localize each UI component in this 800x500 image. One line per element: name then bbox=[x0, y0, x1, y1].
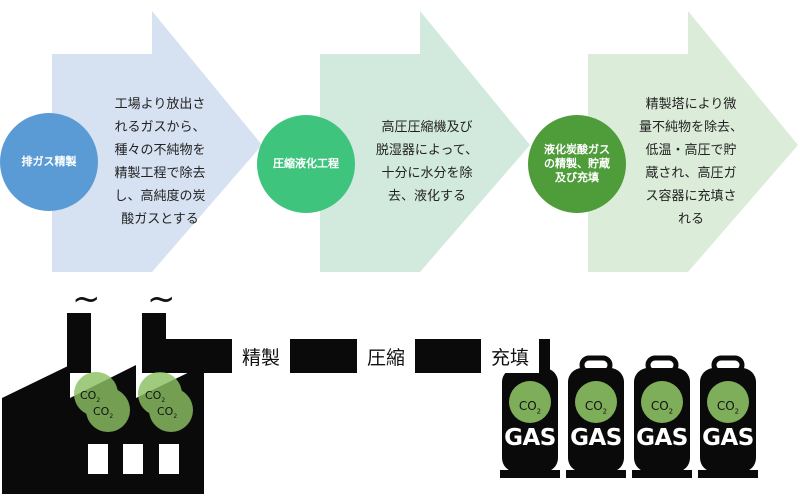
gas-cylinder bbox=[500, 355, 560, 478]
chimney-right bbox=[142, 313, 166, 373]
co2-text: CO bbox=[716, 399, 735, 413]
cylinder-gas-label: GAS bbox=[636, 425, 688, 451]
smoke-icon: ~ bbox=[72, 279, 101, 319]
step-1-description: 工場より放出さ れるガスから、 種々の不純物を 精製工程で除去 し、高純度の炭 … bbox=[100, 93, 220, 231]
cylinder-base bbox=[632, 470, 692, 478]
step-3-line: ス容器に充填さ bbox=[645, 189, 737, 204]
pipeline-label-fill: 充填 bbox=[481, 339, 539, 373]
cylinder-co2-bubble bbox=[509, 381, 551, 423]
co2-text: CO bbox=[584, 399, 603, 413]
step-3-line: 低温・高圧で貯 bbox=[645, 143, 737, 158]
step-2-description: 高圧圧縮機及び 脱湿器によって、 十分に水分を除 去、液化する bbox=[364, 116, 490, 208]
step-3-circle-label-line: 液化炭酸ガス bbox=[544, 143, 610, 156]
step-1-line: 精製工程で除去 bbox=[114, 166, 206, 181]
cylinder-gas-label: GAS bbox=[504, 425, 556, 451]
step-1-line: 種々の不純物を bbox=[114, 143, 206, 158]
step-2-line: 十分に水分を除 bbox=[381, 166, 473, 181]
cylinder-co2-bubble bbox=[707, 381, 749, 423]
cylinder-co2-label: CO2 bbox=[642, 399, 682, 415]
step-3-circle-label: 液化炭酸ガス の精製、貯蔵 及び充填 bbox=[544, 143, 610, 185]
factory-window bbox=[159, 444, 179, 474]
co2-subscript: 2 bbox=[161, 397, 166, 405]
step-3-line: 量不純物を除去、 bbox=[638, 120, 743, 135]
co2-text: CO bbox=[80, 389, 97, 402]
step-2-circle-label: 圧縮液化工程 bbox=[273, 157, 339, 170]
cylinder-co2-label: CO2 bbox=[510, 399, 550, 415]
co2-subscript: 2 bbox=[668, 407, 674, 416]
co2-text: CO bbox=[518, 399, 537, 413]
factory-co2-label: CO2 bbox=[80, 389, 100, 404]
step-1-arrow bbox=[52, 11, 262, 272]
cylinder-gas-label: GAS bbox=[702, 425, 754, 451]
co2-text: CO bbox=[93, 405, 110, 418]
factory-co2-label: CO2 bbox=[157, 405, 177, 420]
co2-text: CO bbox=[650, 399, 669, 413]
cylinder-co2-bubble bbox=[575, 381, 617, 423]
step-1-line: 工場より放出さ bbox=[114, 97, 206, 112]
chimney-left bbox=[67, 313, 91, 373]
cylinder-gas-label: GAS bbox=[570, 425, 622, 451]
cylinder-base bbox=[698, 470, 758, 478]
cylinder-co2-label: CO2 bbox=[708, 399, 748, 415]
smoke-icon: ~ bbox=[147, 279, 176, 319]
step-2-line: 高圧圧縮機及び bbox=[381, 120, 473, 135]
factory-window bbox=[123, 444, 143, 474]
co2-text: CO bbox=[157, 405, 174, 418]
factory-co2-label: CO2 bbox=[93, 405, 113, 420]
step-1-circle-label: 排ガス精製 bbox=[21, 155, 77, 168]
gas-cylinder bbox=[698, 355, 758, 478]
step-3-circle: 液化炭酸ガス の精製、貯蔵 及び充填 bbox=[528, 115, 626, 213]
step-3-arrow bbox=[588, 11, 798, 272]
co2-bubble bbox=[149, 388, 193, 432]
factory-window bbox=[88, 444, 108, 474]
step-1-line: し、高純度の炭 bbox=[114, 189, 206, 204]
step-3-description: 精製塔により微 量不純物を除去、 低温・高圧で貯 蔵され、高圧ガ ス容器に充填さ… bbox=[628, 93, 754, 231]
cylinder-base bbox=[566, 470, 626, 478]
co2-bubble bbox=[86, 388, 130, 432]
gas-cylinder bbox=[632, 355, 692, 478]
step-2-arrow bbox=[320, 11, 530, 272]
co2-subscript: 2 bbox=[734, 407, 740, 416]
co2-subscript: 2 bbox=[96, 397, 101, 405]
step-1-circle: 排ガス精製 bbox=[0, 113, 98, 211]
step-3-line: 精製塔により微 bbox=[645, 97, 737, 112]
step-3-line: れる bbox=[677, 212, 704, 227]
co2-subscript: 2 bbox=[109, 413, 114, 421]
co2-subscript: 2 bbox=[536, 407, 542, 416]
co2-text: CO bbox=[145, 389, 162, 402]
step-1-line: 酸ガスとする bbox=[121, 212, 199, 227]
step-2-line: 去、液化する bbox=[387, 189, 466, 204]
gas-cylinder bbox=[566, 355, 626, 478]
cylinder-co2-label: CO2 bbox=[576, 399, 616, 415]
step-3-line: 蔵され、高圧ガ bbox=[645, 166, 737, 181]
co2-subscript: 2 bbox=[602, 407, 608, 416]
cylinder-base bbox=[500, 470, 560, 478]
step-1-line: れるガスから、 bbox=[114, 120, 206, 135]
step-2-circle: 圧縮液化工程 bbox=[257, 115, 355, 213]
pipeline-label-compress: 圧縮 bbox=[357, 339, 415, 373]
cylinder-co2-bubble bbox=[641, 381, 683, 423]
co2-subscript: 2 bbox=[173, 413, 178, 421]
step-3-circle-label-line: 及び充填 bbox=[555, 171, 599, 184]
pipeline-label-refine: 精製 bbox=[232, 339, 290, 373]
factory-co2-label: CO2 bbox=[145, 389, 165, 404]
step-2-line: 脱湿器によって、 bbox=[375, 143, 479, 158]
step-3-circle-label-line: の精製、貯蔵 bbox=[544, 157, 610, 170]
